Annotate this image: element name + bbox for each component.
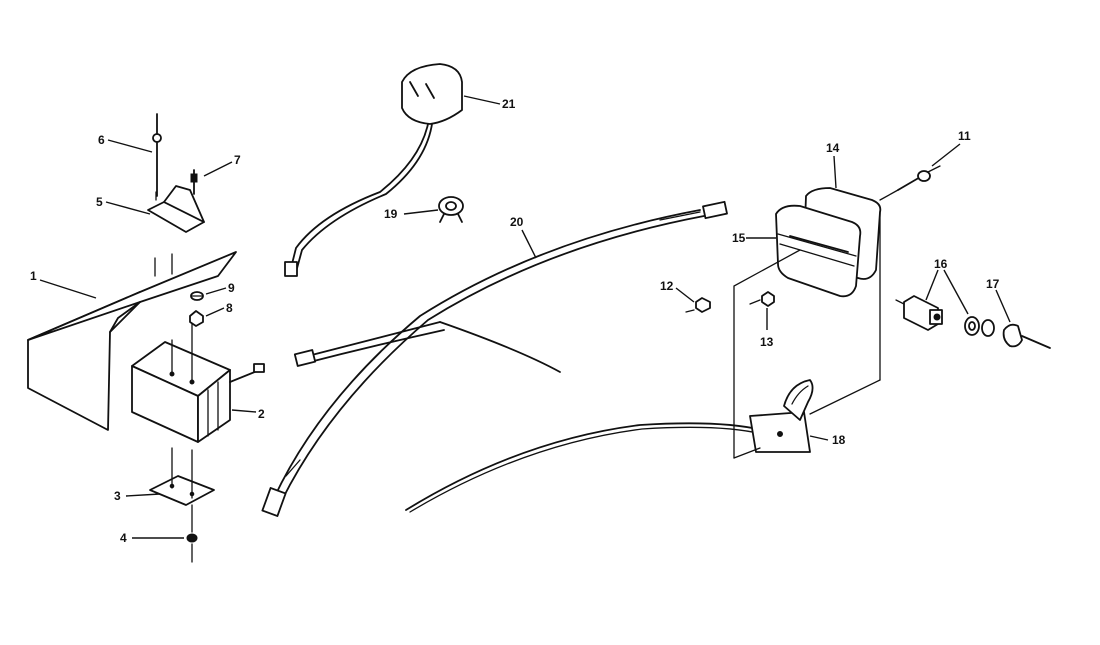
nut-12 [685,297,711,313]
callout-labels: 1 2 3 4 5 6 7 8 9 11 12 13 14 15 16 17 1… [30,97,1000,545]
throttle-cable [405,422,763,513]
throttle-plate [749,379,814,453]
leader-lines [39,95,1011,539]
label-3: 3 [114,489,121,503]
label-21: 21 [502,97,516,111]
battery [131,317,265,443]
base-plate [149,447,215,506]
j-bolt [152,113,162,197]
ignition-switch [895,295,995,337]
washer-9 [190,291,204,301]
label-16: 16 [934,257,948,271]
wiring-harness [261,200,728,517]
label-8: 8 [226,301,233,315]
label-1: 1 [30,269,37,283]
label-11: 11 [958,129,971,143]
label-12: 12 [660,279,674,293]
hold-down-bracket [147,185,205,233]
label-7: 7 [234,153,241,167]
nut-8 [189,310,204,327]
battery-tray [27,251,237,431]
nut-4 [186,504,198,563]
label-19: 19 [384,207,398,221]
label-13: 13 [760,335,774,349]
ignition-key [1002,323,1051,349]
label-4: 4 [120,531,127,545]
screw-11 [879,165,941,201]
label-17: 17 [986,277,1000,291]
label-20: 20 [510,215,524,229]
label-14: 14 [826,141,840,155]
label-18: 18 [832,433,846,447]
assembly-lines [733,211,881,459]
label-6: 6 [98,133,105,147]
switch-housing-front [775,204,862,298]
screw [190,169,198,195]
label-9: 9 [228,281,235,295]
cable-clip [438,196,464,223]
label-2: 2 [258,407,265,421]
charger [284,63,463,277]
label-15: 15 [732,231,746,245]
label-5: 5 [96,195,103,209]
nut-13 [749,291,775,307]
